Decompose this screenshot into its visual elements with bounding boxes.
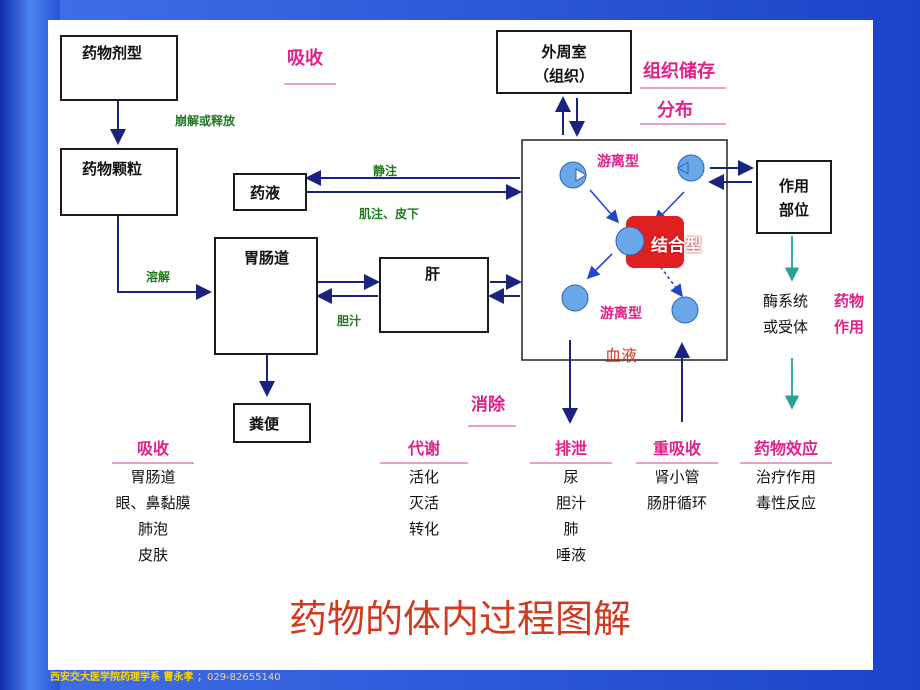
arrow-granules-gi bbox=[117, 215, 212, 300]
gi-tract-box: 胃肠道 bbox=[214, 237, 318, 355]
elimination-underline bbox=[468, 425, 516, 427]
column-item: 眼、鼻黏膜 bbox=[115, 494, 191, 512]
free-form-top-label: 游离型 bbox=[597, 154, 639, 170]
column-drug-effect: 药物效应 治疗作用 毒性反应 bbox=[740, 436, 832, 516]
column-heading: 药物效应 bbox=[740, 436, 832, 464]
column-metabolism: 代谢 活化 灭活 转化 bbox=[380, 436, 468, 542]
column-item: 肾小管 bbox=[654, 468, 700, 486]
feces-label: 粪便 bbox=[249, 415, 280, 433]
iv-label: 静注 bbox=[373, 164, 398, 178]
column-item: 胆汁 bbox=[555, 494, 586, 512]
peripheral-box: 外周室 （组织） bbox=[496, 30, 632, 94]
column-excretion: 排泄 尿 胆汁 肺 唾液 bbox=[530, 436, 612, 568]
blood-label: 血液 bbox=[605, 346, 638, 365]
footer-phone: ；029-82655140 bbox=[196, 672, 281, 683]
enzyme-label-1: 酶系统 bbox=[763, 292, 809, 310]
column-heading: 代谢 bbox=[380, 436, 468, 464]
distribution-label: 分布 bbox=[657, 100, 693, 121]
liver-box: 肝 bbox=[379, 257, 489, 333]
absorption-underline bbox=[284, 83, 336, 85]
drug-molecule-icons bbox=[559, 154, 705, 324]
column-item: 肠肝循环 bbox=[646, 494, 707, 512]
page-title: 药物的体内过程图解 bbox=[288, 597, 631, 641]
column-item: 转化 bbox=[408, 520, 439, 538]
column-item: 肺泡 bbox=[137, 520, 168, 538]
column-heading: 重吸收 bbox=[636, 436, 718, 464]
disintegrate-label: 崩解或释放 bbox=[175, 114, 236, 128]
peripheral-sublabel: （组织） bbox=[533, 67, 594, 85]
drug-action-label-2: 作用 bbox=[834, 318, 865, 336]
footer: 西安交大医学院药理学系 曹永孝 ；029-82655140 bbox=[50, 668, 281, 683]
column-item: 唾液 bbox=[555, 546, 586, 564]
free-form-bottom-label: 游离型 bbox=[600, 306, 642, 322]
im-sc-label: 肌注、皮下 bbox=[359, 207, 420, 221]
action-site-label-2: 部位 bbox=[778, 201, 809, 219]
diagram-panel bbox=[48, 20, 873, 670]
column-item: 肺 bbox=[563, 520, 579, 538]
tissue-storage-underline bbox=[640, 87, 726, 89]
column-item: 毒性反应 bbox=[755, 494, 816, 512]
column-item: 尿 bbox=[563, 468, 579, 486]
solution-label: 药液 bbox=[250, 184, 281, 202]
liver-label: 肝 bbox=[425, 265, 441, 283]
absorption-top-label: 吸收 bbox=[287, 48, 323, 69]
dosage-form-box: 药物剂型 bbox=[60, 35, 178, 101]
dissolve-label: 溶解 bbox=[146, 270, 171, 284]
elimination-label: 消除 bbox=[471, 395, 505, 415]
granules-label: 药物颗粒 bbox=[82, 160, 143, 178]
footer-org: 西安交大医学院药理学系 曹永孝 bbox=[50, 672, 194, 683]
blood-compartment bbox=[521, 139, 728, 361]
solution-box: 药液 bbox=[233, 173, 307, 211]
column-heading: 吸收 bbox=[112, 436, 194, 464]
arrow-free-bound-1 bbox=[589, 189, 620, 224]
column-item: 胃肠道 bbox=[130, 468, 176, 486]
feces-box: 粪便 bbox=[233, 403, 311, 443]
peripheral-label: 外周室 bbox=[541, 43, 587, 61]
bound-form-icon bbox=[615, 216, 684, 268]
column-item: 皮肤 bbox=[137, 546, 168, 564]
gi-tract-label: 胃肠道 bbox=[244, 249, 290, 267]
arrow-bound-free-3 bbox=[586, 253, 613, 280]
bound-form-label: 结合型 bbox=[651, 236, 702, 256]
drug-action-label-1: 药物 bbox=[834, 292, 865, 310]
granules-box: 药物颗粒 bbox=[60, 148, 178, 216]
action-site-label-1: 作用 bbox=[778, 177, 809, 195]
bile-label: 胆汁 bbox=[337, 314, 362, 328]
distribution-underline bbox=[640, 123, 726, 125]
column-item: 灭活 bbox=[408, 494, 439, 512]
column-reabsorption: 重吸收 肾小管 肠肝循环 bbox=[636, 436, 718, 516]
column-heading: 排泄 bbox=[530, 436, 612, 464]
dosage-form-label: 药物剂型 bbox=[82, 44, 143, 62]
tissue-storage-label: 组织储存 bbox=[643, 61, 715, 82]
action-site-box: 作用 部位 bbox=[756, 160, 832, 234]
column-absorption: 吸收 胃肠道 眼、鼻黏膜 肺泡 皮肤 bbox=[112, 436, 194, 568]
enzyme-label-2: 或受体 bbox=[763, 318, 809, 336]
column-item: 活化 bbox=[408, 468, 439, 486]
column-item: 治疗作用 bbox=[755, 468, 816, 486]
